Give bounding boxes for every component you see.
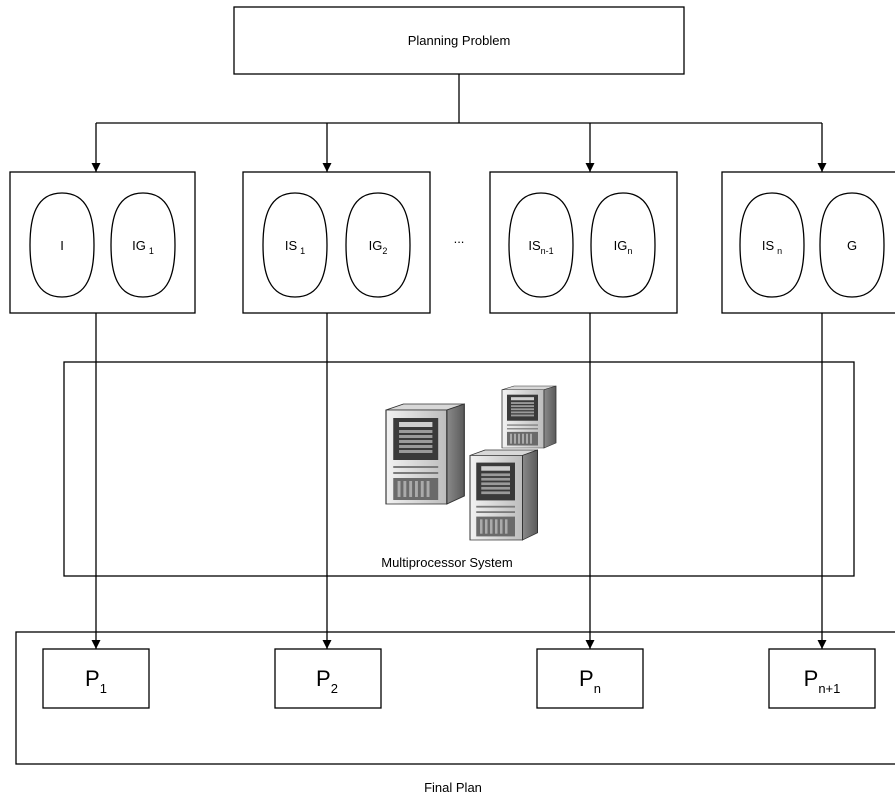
state-ellipse-right [590,192,656,298]
final-plan-label: Final Plan [424,780,482,795]
final-plan-box [15,631,895,765]
planning-problem-label: Planning Problem [408,33,511,48]
multiprocessor-system-label: Multiprocessor System [381,555,512,570]
ellipse-label-right: G [847,238,857,253]
state-ellipse-left [262,192,328,298]
subproblem-3: ISn-1 IGn [489,171,678,314]
ellipse-label-right: IGn [614,238,633,256]
plan-box-2: P2 [274,648,382,709]
plan-box-4: Pn+1 [768,648,876,709]
state-ellipse-left [508,192,574,298]
state-ellipse-left [29,192,95,298]
processing-connectors [91,313,827,649]
ellipsis-text: ... [454,231,465,246]
planning-problem-box [233,6,685,75]
ellipse-label-left: I [60,238,64,253]
state-ellipse-right [345,192,411,298]
plan-label: Pn+1 [804,666,841,696]
plan-label: P1 [85,666,107,696]
state-ellipse-right [819,192,885,298]
state-ellipse-left [739,192,805,298]
plan-box-1: P1 [42,648,150,709]
ellipse-label-right: IG2 [369,238,388,256]
plan-label: P2 [316,666,338,696]
state-ellipse-right [110,192,176,298]
plan-box-3: Pn [536,648,644,709]
ellipse-label-left: ISn-1 [528,238,553,256]
distribution-connectors [91,74,827,172]
plan-label: Pn [579,666,601,696]
